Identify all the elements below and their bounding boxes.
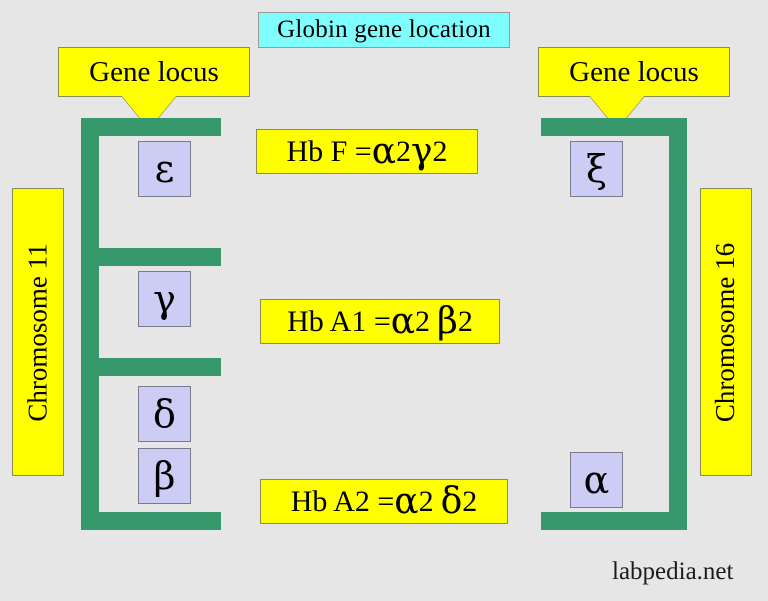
gene-symbol-xi: ξ — [586, 147, 607, 191]
gene-symbol-gamma: γ — [153, 277, 176, 321]
chromosome-16-bracket-spine — [669, 118, 687, 530]
gene-box-xi: ξ — [570, 141, 623, 197]
hemoglobin-formula-hb-f: Hb F = α 2 γ 2 — [256, 129, 478, 174]
hemoglobin-formula-hb-a1: Hb A1 = α 2 β 2 — [260, 299, 500, 344]
chromosome-11-label-text: Chromosome 11 — [22, 242, 53, 422]
hb-a1-chain2-greek: β — [437, 300, 458, 342]
hb-a2-chain2-count: 2 — [462, 484, 478, 518]
gene-box-epsilon: ε — [138, 141, 191, 197]
gene-symbol-delta: δ — [153, 392, 176, 436]
hb-a2-prefix: Hb A2 = — [290, 484, 395, 518]
gene-box-delta: δ — [138, 386, 191, 442]
hb-a1-chain1-greek: α — [390, 300, 416, 342]
gene-symbol-beta: β — [153, 454, 176, 498]
chromosome-16-label-text: Chromosome 16 — [710, 242, 741, 422]
gene-symbol-alpha: α — [583, 458, 610, 502]
chromosome-11-bracket-spine — [81, 118, 99, 530]
hb-a1-chain2-count: 2 — [457, 304, 473, 338]
gene-locus-callout-left-label: Gene locus — [89, 55, 219, 88]
chromosome-11-label: Chromosome 11 — [12, 188, 64, 476]
gene-locus-callout-left: Gene locus — [58, 47, 250, 129]
gene-box-gamma: γ — [138, 271, 191, 327]
chromosome-11-bracket-arm-2 — [81, 248, 221, 266]
diagram-title: Globin gene location — [258, 12, 510, 48]
chromosome-11-bracket-arm-top — [81, 118, 221, 136]
chromosome-16-bracket-arm-bottom — [541, 512, 687, 530]
hb-a1-prefix: Hb A1 = — [287, 304, 391, 338]
chromosome-16-label: Chromosome 16 — [700, 188, 752, 476]
hb-a2-chain1-greek: α — [394, 480, 419, 522]
diagram-title-text: Globin gene location — [277, 16, 491, 43]
hb-f-prefix: Hb F = — [286, 134, 372, 168]
hb-f-chain1-count: 2 — [396, 134, 412, 168]
hb-f-chain2-count: 2 — [432, 134, 448, 168]
chromosome-16-bracket-arm-top — [541, 118, 687, 136]
chromosome-11-bracket-arm-bottom — [81, 512, 221, 530]
hb-a1-chain1-count: 2 — [415, 304, 431, 338]
gene-box-beta: β — [138, 448, 191, 504]
gene-box-alpha: α — [570, 452, 623, 508]
hb-f-chain1-greek: α — [371, 130, 397, 172]
gene-locus-callout-right-label: Gene locus — [569, 55, 699, 88]
watermark-text: labpedia.net — [612, 558, 734, 585]
gene-locus-callout-right: Gene locus — [538, 47, 730, 129]
watermark: labpedia.net — [612, 558, 733, 586]
chromosome-11-bracket-arm-3 — [81, 358, 221, 376]
gene-symbol-epsilon: ε — [154, 147, 175, 191]
hb-a2-chain2-greek: δ — [440, 480, 463, 522]
hb-f-chain2-greek: γ — [411, 130, 433, 172]
hb-a2-chain1-count: 2 — [418, 484, 434, 518]
hemoglobin-formula-hb-a2: Hb A2 = α 2 δ 2 — [260, 479, 508, 524]
